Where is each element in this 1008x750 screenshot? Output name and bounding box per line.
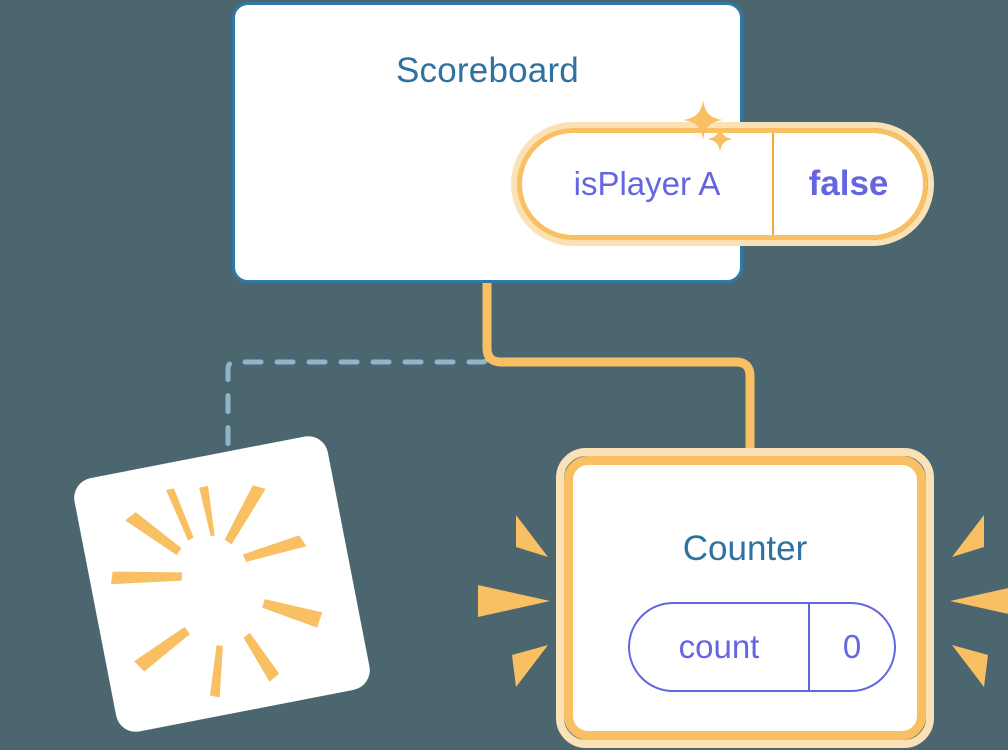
counter-card-title: Counter [682, 529, 808, 568]
counter-card[interactable]: Counter count 0 [556, 448, 934, 748]
sparkle-large-icon [681, 98, 725, 142]
blank-card[interactable] [70, 432, 374, 736]
sparkle-small-icon [705, 124, 735, 154]
blank-card-burst-icon [110, 485, 323, 698]
scoreboard-state-key: isPlayer A [522, 133, 774, 235]
scoreboard-state-pill-inner: isPlayer A false [517, 128, 928, 240]
counter-state-key: count [630, 604, 810, 690]
counter-state-value: 0 [842, 628, 862, 665]
counter-state-pill[interactable]: count 0 [628, 602, 896, 692]
scoreboard-card-title: Scoreboard [396, 51, 579, 90]
counter-burst-right-icon [950, 515, 1008, 687]
counter-burst-left-icon [478, 515, 550, 687]
connector-scoreboard-to-counter [482, 283, 755, 460]
scoreboard-state-value: false [808, 164, 889, 203]
scoreboard-card[interactable]: Scoreboard isPlayer A false [232, 2, 934, 283]
scoreboard-state-pill[interactable]: isPlayer A false [511, 122, 934, 246]
counter-card-inner: Counter count 0 [564, 456, 926, 740]
